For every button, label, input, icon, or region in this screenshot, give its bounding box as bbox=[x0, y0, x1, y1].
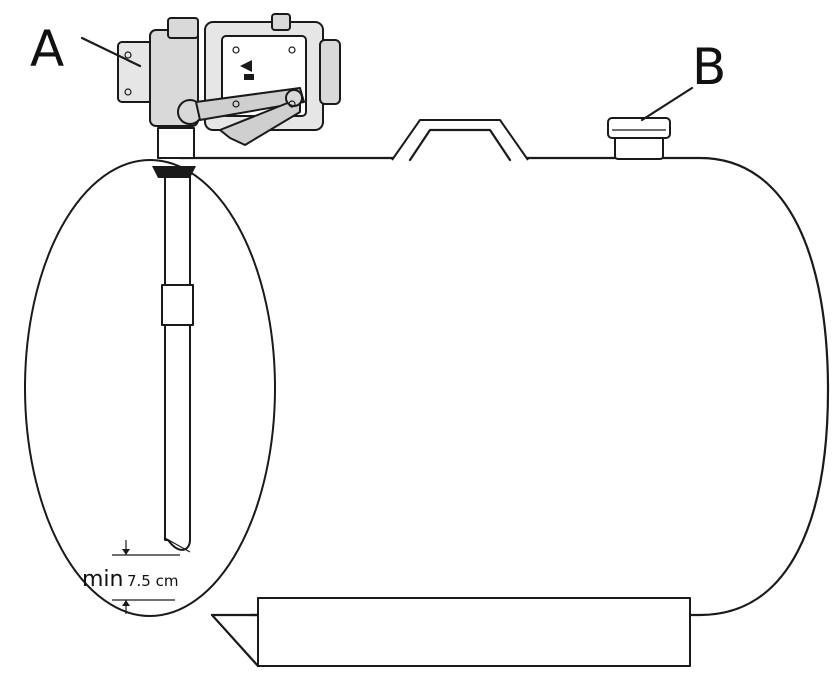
min-clearance-dimension: min 7.5 cm bbox=[82, 540, 180, 614]
tube-flange bbox=[152, 166, 196, 178]
leader-b bbox=[640, 86, 694, 122]
top-bracket bbox=[391, 119, 529, 162]
label-b: B bbox=[692, 38, 726, 96]
vent-cap bbox=[607, 117, 671, 160]
dimension-value: 7.5 cm bbox=[127, 572, 178, 590]
leader-a bbox=[80, 36, 142, 68]
tank-front-end bbox=[24, 159, 276, 617]
suction-tube bbox=[152, 166, 196, 553]
pump-assembly bbox=[117, 13, 341, 159]
tank-body bbox=[24, 156, 830, 617]
tank-skid bbox=[210, 597, 691, 668]
label-a: A bbox=[30, 20, 64, 78]
dimension-prefix: min bbox=[82, 567, 124, 592]
